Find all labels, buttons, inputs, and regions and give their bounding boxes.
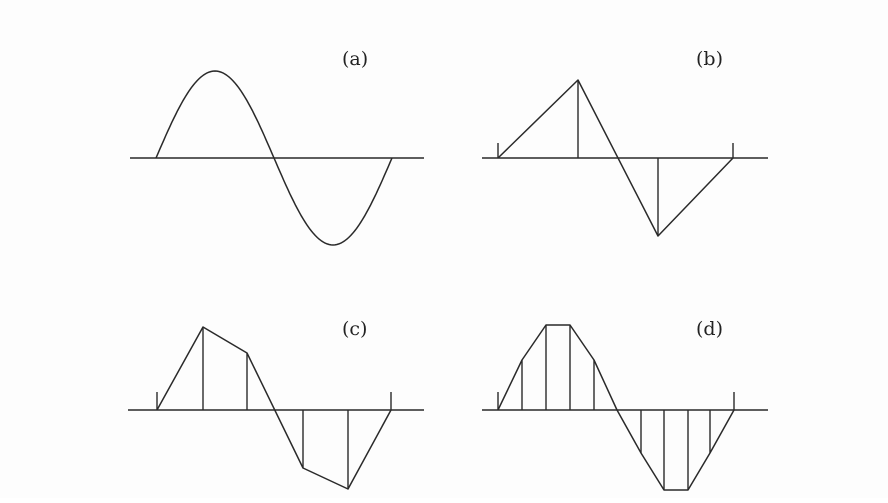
panel-c: (c) xyxy=(128,318,424,490)
panel-b: (b) xyxy=(482,48,768,237)
panel-a-sine-curve xyxy=(155,70,393,246)
panel-c-approx-curve xyxy=(156,326,392,490)
panel-d-label: (d) xyxy=(696,318,723,340)
panel-d: (d) xyxy=(482,318,768,491)
panel-d-approx-curve xyxy=(497,324,735,491)
panel-a: (a) xyxy=(130,48,424,246)
panel-a-label: (a) xyxy=(342,48,368,70)
panel-b-label: (b) xyxy=(696,48,723,70)
panel-c-label: (c) xyxy=(342,318,367,340)
panel-b-approx-curve xyxy=(497,79,734,237)
